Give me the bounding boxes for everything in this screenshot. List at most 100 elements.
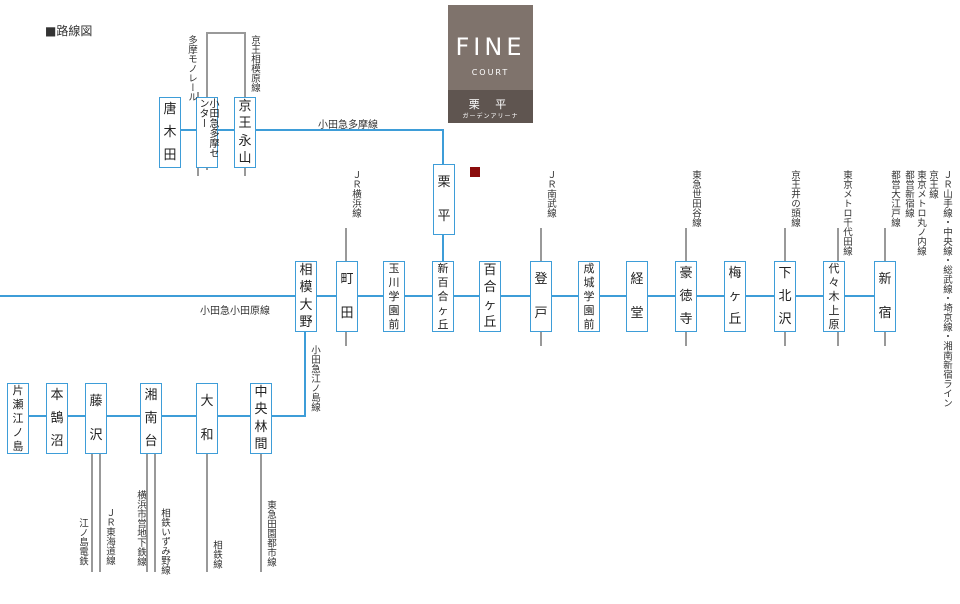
connection-metro-chiyoda: 東京メトロ千代田線	[840, 170, 852, 256]
station-char: 模	[299, 280, 313, 296]
station-char: 唐	[163, 102, 177, 117]
station-char: ヶ	[483, 297, 497, 313]
station-char: 間	[254, 436, 268, 452]
station-char: ヶ	[437, 303, 449, 317]
station-char: 徳	[679, 289, 693, 304]
connection-jr-yokohama: ＪＲ横浜線	[349, 170, 361, 218]
connection-toei-oedo: 都営大江戸線	[888, 170, 900, 227]
station-char: 北	[778, 289, 792, 304]
station-char: 園	[388, 303, 400, 317]
station-char: 本	[50, 388, 64, 403]
station-char: 藤	[89, 393, 103, 409]
station-char: 城	[583, 276, 595, 290]
brand-location-sub: ガーデンアリーナ	[462, 113, 519, 120]
station-yurigaoka: 百合ヶ丘	[479, 261, 501, 332]
station-char: 和	[200, 428, 214, 444]
station-char: 沢	[778, 312, 792, 327]
station-seijo: 成城学園前	[578, 261, 600, 332]
station-char: 新	[878, 271, 892, 287]
station-kurihira: 栗平	[433, 164, 455, 235]
connection-metro-marunouchi: 東京メトロ丸ノ内線	[914, 170, 926, 256]
station-char: 島	[12, 439, 24, 453]
station-char: 野	[299, 314, 313, 330]
connection-jr-nambu: ＪＲ南武線	[544, 170, 556, 218]
station-char: 代	[828, 262, 840, 276]
connection-enoden: 江ノ島電鉄	[76, 518, 88, 566]
station-char: 前	[583, 317, 595, 331]
station-char: 上	[828, 303, 840, 317]
station-shimokita: 下北沢	[774, 261, 796, 332]
station-shinjuku: 新宿	[874, 261, 896, 332]
station-char: 相	[299, 263, 313, 279]
connection-sotetsu-izumino: 相鉄いずみ野線	[158, 508, 170, 575]
station-char: 合	[483, 280, 497, 296]
station-char: 木	[828, 289, 840, 303]
station-tama-center: 小田急多摩センター	[196, 97, 218, 168]
station-fujisawa: 藤沢	[85, 383, 107, 454]
station-char: 堂	[630, 306, 644, 322]
station-char: 下	[778, 266, 792, 281]
station-char: 南	[144, 411, 158, 426]
station-char: 寺	[679, 312, 693, 327]
station-char: 田	[340, 306, 354, 322]
station-char: 沢	[89, 428, 103, 444]
location-marker	[470, 167, 480, 177]
station-kugenuma: 本鵠沼	[46, 383, 68, 454]
line-label-odawara: 小田急小田原線	[200, 306, 270, 317]
station-shonandai: 湘南台	[140, 383, 162, 454]
brand-logo: FINE COURT 栗 平 ガーデンアリーナ	[448, 5, 533, 123]
station-char: 学	[388, 289, 400, 303]
station-char: 百	[437, 276, 449, 290]
line-label-tama: 小田急多摩線	[318, 120, 378, 131]
station-katase: 片瀬江ノ島	[7, 383, 29, 454]
station-char: 台	[144, 434, 158, 449]
station-gotokuji: 豪徳寺	[675, 261, 697, 332]
connection-keio-sagamihara: 京王相模原線	[248, 35, 260, 92]
station-char: 栗	[437, 174, 451, 190]
station-char: 湘	[144, 388, 158, 403]
connection-keio-inokashira: 京王井の頭線	[788, 170, 800, 227]
station-char: 鵠	[50, 411, 64, 426]
station-char: 丘	[483, 314, 497, 330]
station-char: ノ	[12, 425, 24, 439]
station-char: 新	[437, 262, 449, 276]
station-char: 丘	[437, 317, 449, 331]
brand-location: 栗 平	[468, 98, 513, 111]
station-char: 林	[254, 419, 268, 435]
page-title: ■路線図	[45, 24, 93, 38]
station-char: 宿	[878, 306, 892, 322]
station-char: 江	[12, 411, 24, 425]
station-char: 王	[238, 116, 252, 132]
station-char: 田	[163, 148, 177, 163]
brand-sub: COURT	[471, 68, 510, 77]
station-char: 百	[483, 263, 497, 279]
station-char: 中	[254, 385, 268, 401]
connection-jr-shinjuku: ＪＲ山手線・中央線・総武線・埼京線・湘南新宿ライン	[940, 170, 952, 408]
station-char: 成	[583, 262, 595, 276]
station-char: 々	[828, 276, 840, 290]
station-char: 前	[388, 317, 400, 331]
station-char: 木	[163, 125, 177, 140]
connection-tama-monorail: 多摩モノレール	[185, 35, 197, 102]
station-char: 川	[388, 276, 400, 290]
connection-sotetsu: 相鉄線	[210, 540, 222, 569]
station-name: 小田急多摩センター	[197, 98, 218, 158]
station-noborito: 登戸	[530, 261, 552, 332]
station-char: 玉	[388, 262, 400, 276]
station-nagayama: 京王永山	[234, 97, 256, 168]
connection-jr-tokaido: ＪＲ東海道線	[103, 508, 115, 565]
station-char: 央	[254, 402, 268, 418]
station-yamato: 大和	[196, 383, 218, 454]
station-char: 片	[12, 384, 24, 398]
station-chuorinkan: 中央林間	[250, 383, 272, 454]
station-char: 瀬	[12, 398, 24, 412]
connection-tokyu-denentoshi: 東急田園都市線	[264, 500, 276, 567]
enoshima-line	[8, 296, 306, 417]
station-shinyuri: 新百合ヶ丘	[432, 261, 454, 332]
station-char: 山	[238, 150, 252, 166]
station-char: 大	[299, 297, 313, 313]
brand-name: FINE	[455, 33, 526, 61]
station-char: 学	[583, 289, 595, 303]
connection-keio: 京王線	[926, 170, 938, 199]
